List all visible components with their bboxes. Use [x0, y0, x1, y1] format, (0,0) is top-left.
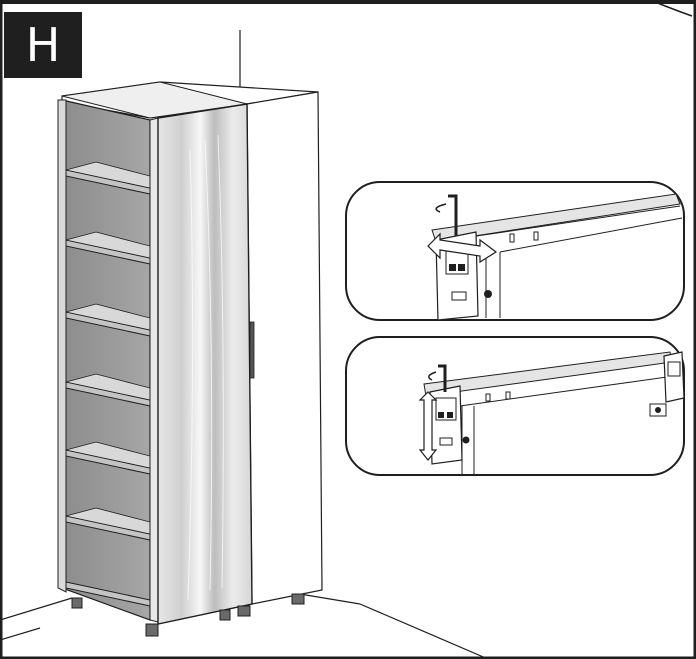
- double-arrow-horizontal-icon: [427, 232, 498, 264]
- rotate-arrow-icon: [435, 203, 447, 213]
- room-corner-lines: [0, 30, 489, 659]
- cabinet-legs: [71, 593, 305, 637]
- mirror-door: [157, 103, 253, 625]
- detail-panel-vertical-adjust: [345, 336, 685, 476]
- door-handle: [249, 321, 255, 379]
- hex-key-icon-2: [438, 364, 447, 392]
- hex-key-icon: [448, 194, 458, 236]
- rotate-arrow-icon-2: [428, 371, 437, 381]
- tall-cabinet: [57, 81, 323, 637]
- double-arrow-vertical-icon: [418, 391, 438, 461]
- step-letter-badge: H: [4, 12, 82, 78]
- detail-panel-horizontal-adjust: [345, 181, 685, 321]
